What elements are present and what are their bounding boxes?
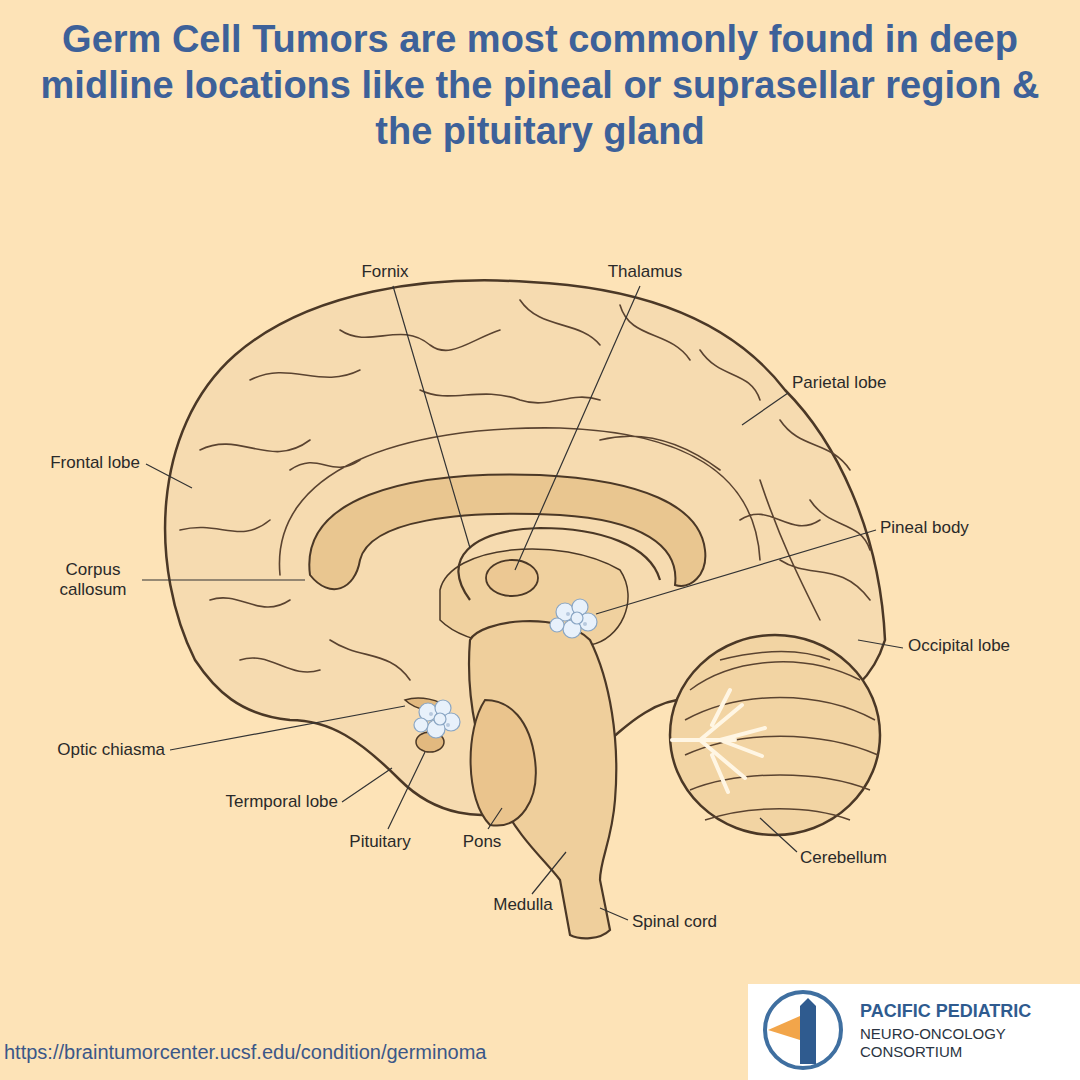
- tumor-cell: [550, 618, 564, 632]
- part-label: Pons: [463, 832, 502, 852]
- part-label: Frontal lobe: [50, 453, 140, 473]
- part-label: Spinal cord: [632, 912, 717, 932]
- tumor-cell: [414, 718, 428, 732]
- part-label: Parietal lobe: [792, 373, 887, 393]
- tumor-cell: [571, 612, 583, 624]
- part-label: Pineal body: [880, 518, 969, 538]
- part-label: Fornix: [361, 262, 408, 282]
- cerebellum-outline: [670, 635, 880, 835]
- tumor-dot: [429, 712, 433, 716]
- part-label: Thalamus: [608, 262, 683, 282]
- logo-ring: [765, 992, 841, 1068]
- logo-subtitle: NEURO-ONCOLOGY CONSORTIUM: [860, 1025, 1032, 1061]
- pons-shape: [471, 700, 536, 826]
- pineal-tumor: [550, 599, 597, 638]
- logo-panel: [748, 984, 1080, 1080]
- leader-lines: [142, 286, 903, 920]
- logo-lighthouse: [800, 998, 816, 1064]
- part-label: Occipital lobe: [908, 636, 1010, 656]
- part-label: Cerebellum: [800, 848, 887, 868]
- pituitary-tumor: [414, 700, 460, 738]
- tumor-dot: [446, 723, 450, 727]
- tumor-dot: [566, 612, 570, 616]
- part-label: Optic chiasma: [57, 740, 165, 760]
- logo-name: PACIFIC PEDIATRIC: [860, 1000, 1031, 1022]
- source-url: https://braintumorcenter.ucsf.edu/condit…: [4, 1040, 486, 1064]
- tumor-cell: [434, 713, 446, 725]
- part-label: Pituitary: [349, 832, 410, 852]
- part-label: Corpus callosum: [48, 560, 138, 600]
- title-heading: Germ Cell Tumors are most commonly found…: [10, 16, 1070, 154]
- fornix-arc: [458, 528, 660, 600]
- logo-beam: [768, 1016, 800, 1040]
- part-label: Medulla: [493, 895, 553, 915]
- part-label: Termporal lobe: [226, 792, 338, 812]
- arbor-vitae: [672, 690, 765, 792]
- thalamus-shape: [486, 560, 538, 596]
- tumor-dot: [583, 622, 587, 626]
- cerebellum-folia: [685, 652, 878, 820]
- brainstem-shape: [469, 621, 616, 938]
